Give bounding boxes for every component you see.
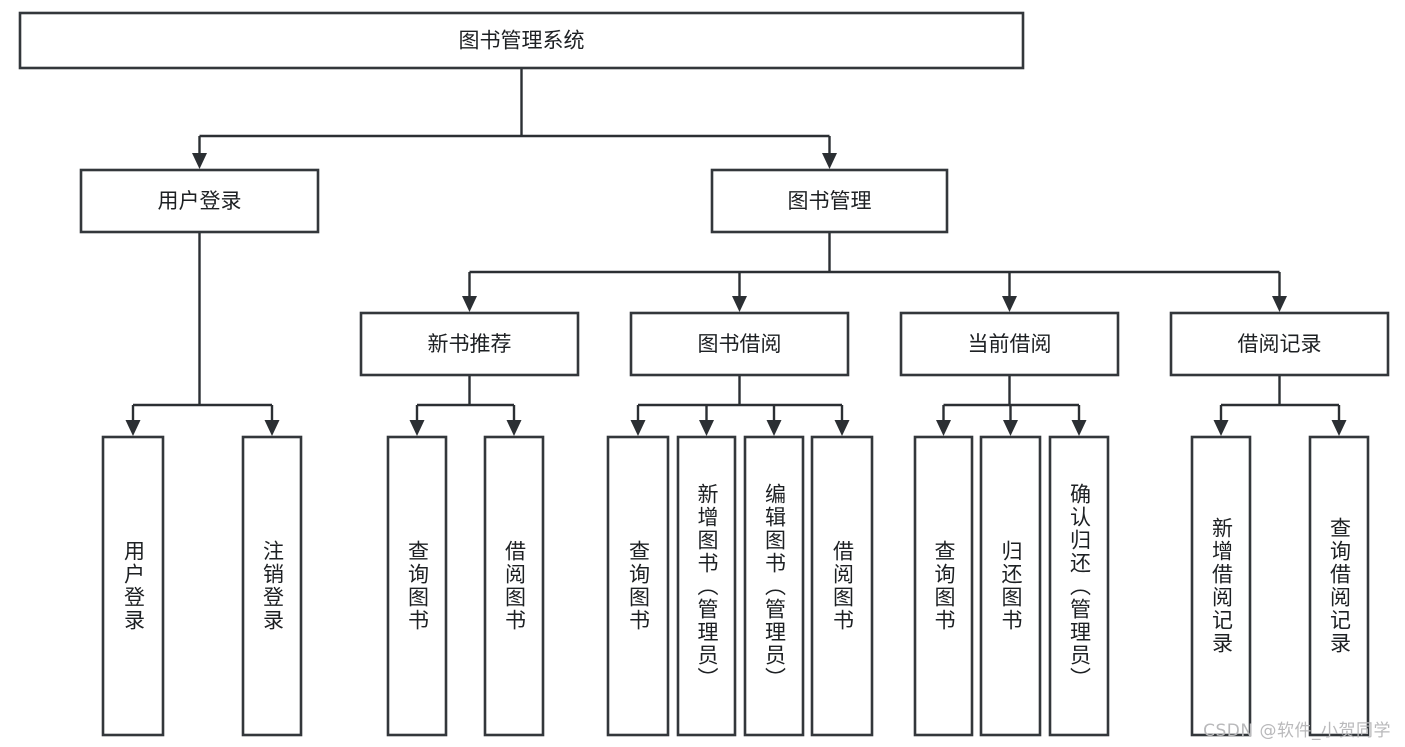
node-box-leaf-11[interactable] (1190, 435, 1252, 737)
node-box-leaf-0[interactable] (101, 435, 165, 737)
node-label-level3-1: 图书借阅 (698, 332, 782, 356)
arrow-head-icon (506, 420, 522, 436)
node-box-leaf-1[interactable] (241, 435, 303, 737)
node-box-leaf-3[interactable] (483, 435, 545, 737)
node-box-root[interactable] (18, 11, 1025, 70)
node-box-leaf-9[interactable] (979, 435, 1042, 737)
node-label-root: 图书管理系统 (459, 29, 585, 53)
node-label-level2-1: 图书管理 (788, 189, 872, 213)
arrow-head-icon (1003, 420, 1018, 436)
arrow-head-icon (1213, 420, 1229, 436)
arrow-head-icon (766, 420, 782, 436)
node-box-level3-2[interactable] (899, 311, 1120, 377)
arrow-head-icon (1272, 296, 1287, 312)
node-label-level3-0: 新书推荐 (428, 332, 512, 356)
arrow-head-icon (462, 296, 477, 312)
node-box-level3-1[interactable] (629, 311, 850, 377)
arrow-head-icon (936, 420, 951, 436)
node-label-level3-3: 借阅记录 (1238, 332, 1322, 356)
node-box-level3-0[interactable] (359, 311, 580, 377)
arrow-head-icon (630, 420, 646, 436)
arrow-head-icon (1331, 420, 1347, 436)
arrow-head-icon (732, 296, 747, 312)
arrow-head-icon (1002, 296, 1017, 312)
node-box-leaf-12[interactable] (1308, 435, 1370, 737)
arrow-head-icon (1071, 420, 1087, 436)
node-box-leaf-10[interactable] (1048, 435, 1110, 737)
node-box-leaf-8[interactable] (913, 435, 974, 737)
node-box-leaf-4[interactable] (606, 435, 670, 737)
node-boxes (18, 11, 1390, 737)
node-box-level2-0[interactable] (79, 168, 320, 234)
arrow-head-icon (834, 420, 850, 436)
node-box-level3-3[interactable] (1169, 311, 1390, 377)
arrow-head-icon (192, 153, 207, 169)
node-box-leaf-5[interactable] (676, 435, 737, 737)
arrow-head-icon (822, 153, 837, 169)
node-label-level3-2: 当前借阅 (968, 332, 1052, 356)
node-box-leaf-6[interactable] (743, 435, 805, 737)
arrow-head-icon (125, 420, 141, 436)
node-box-level2-1[interactable] (710, 168, 949, 234)
node-box-leaf-2[interactable] (386, 435, 448, 737)
node-label-level2-0: 用户登录 (158, 189, 242, 213)
arrow-head-icon (699, 420, 714, 436)
connector-lines (125, 68, 1347, 436)
arrow-head-icon (264, 420, 280, 436)
arrow-head-icon (409, 420, 425, 436)
node-box-leaf-7[interactable] (810, 435, 874, 737)
watermark-text: CSDN @软件_小贺同学 (1203, 721, 1391, 741)
